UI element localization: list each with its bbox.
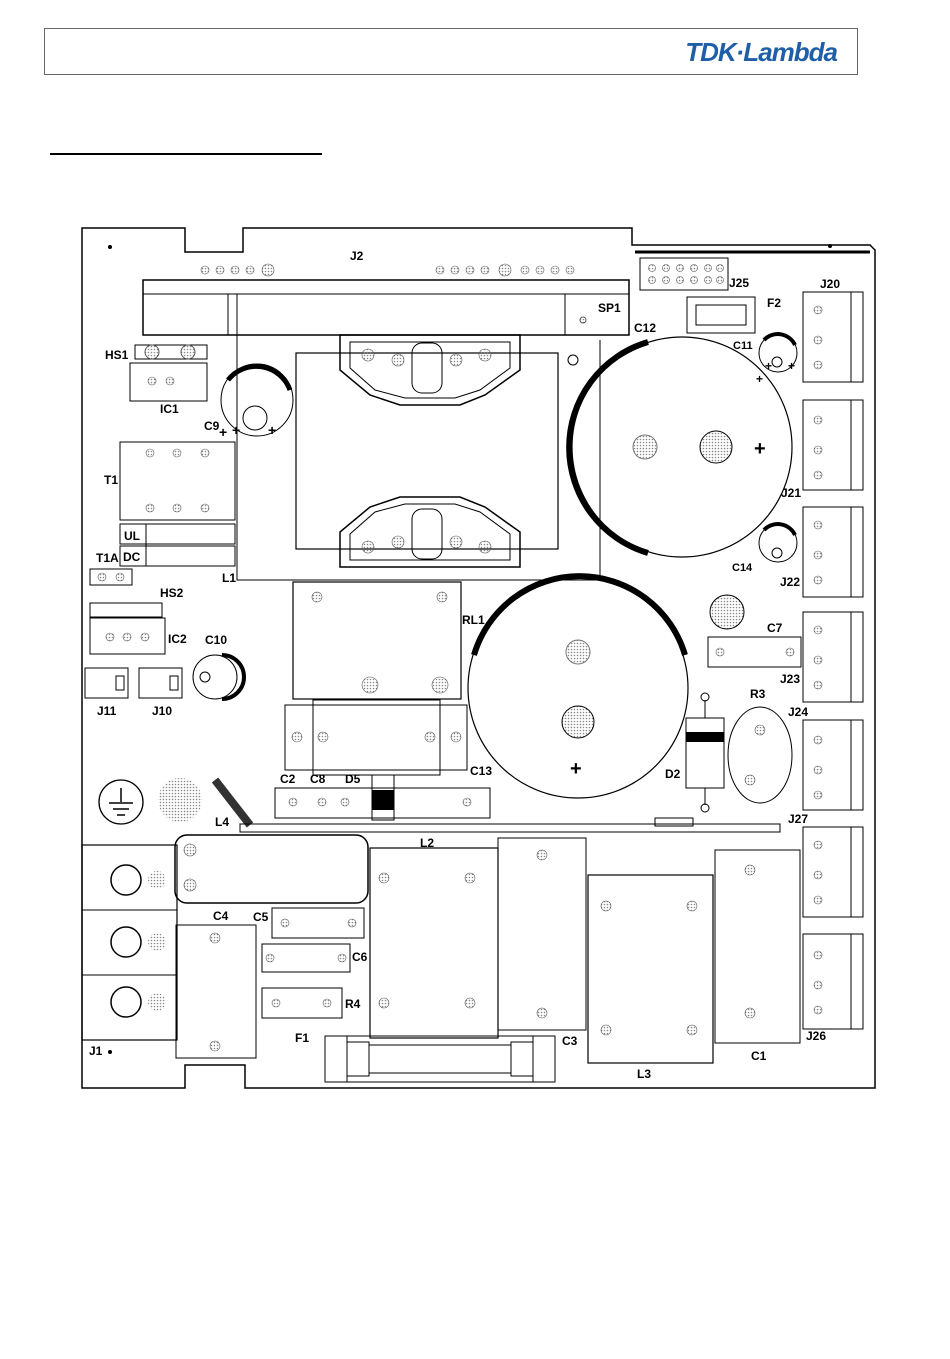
label-r4: R4 xyxy=(345,997,361,1011)
label-d5: D5 xyxy=(345,772,361,786)
label-c9: C9 xyxy=(204,419,220,433)
f1-fuse xyxy=(325,1036,555,1082)
label-sp1: SP1 xyxy=(598,301,621,315)
c3-capacitor xyxy=(498,838,586,1030)
d2-diode xyxy=(686,718,724,788)
label-t1a: T1A xyxy=(96,551,119,565)
label-rl1: RL1 xyxy=(462,613,485,627)
label-c11: C11 xyxy=(733,340,753,352)
label-j2: J2 xyxy=(350,249,364,263)
label-d2: D2 xyxy=(665,767,681,781)
label-ul: UL xyxy=(124,529,140,543)
label-c3: C3 xyxy=(562,1034,578,1048)
label-c13: C13 xyxy=(470,764,492,778)
label-l2: L2 xyxy=(420,836,434,850)
label-j25: J25 xyxy=(729,276,749,290)
plus-sign: + xyxy=(570,758,582,780)
j10-connector xyxy=(139,668,182,698)
label-dc: DC xyxy=(123,550,141,564)
label-c14: C14 xyxy=(732,562,753,574)
plus-sign: + xyxy=(788,359,795,373)
label-j24: J24 xyxy=(788,705,808,719)
label-c12: C12 xyxy=(634,321,656,335)
plus-sign: + xyxy=(765,359,772,373)
label-c1: C1 xyxy=(751,1049,767,1063)
r3-resistor xyxy=(728,707,792,803)
plus-sign: + xyxy=(219,424,227,440)
l4-inductor xyxy=(175,835,368,903)
label-c4: C4 xyxy=(213,909,229,923)
label-r3: R3 xyxy=(750,687,766,701)
label-c2: C2 xyxy=(280,772,296,786)
label-t1: T1 xyxy=(104,473,118,487)
top-heatsink-bar xyxy=(143,280,629,335)
board-outline xyxy=(82,228,875,1088)
label-j23: J23 xyxy=(780,672,800,686)
c6-capacitor xyxy=(262,944,350,972)
c4-capacitor xyxy=(176,925,256,1058)
label-hs1: HS1 xyxy=(105,348,129,362)
label-c8: C8 xyxy=(310,772,326,786)
label-l4: L4 xyxy=(215,815,229,829)
plus-sign: + xyxy=(756,372,763,386)
label-j1: J1 xyxy=(89,1044,103,1058)
j25-connector xyxy=(640,258,728,290)
label-j26: J26 xyxy=(806,1029,826,1043)
label-c7: C7 xyxy=(767,621,783,635)
j2-connector xyxy=(201,264,574,276)
label-ic1: IC1 xyxy=(160,402,179,416)
label-j22: J22 xyxy=(780,575,800,589)
plus-sign: + xyxy=(268,422,276,438)
plus-sign: + xyxy=(754,438,766,460)
label-j10: J10 xyxy=(152,704,172,718)
label-f2: F2 xyxy=(767,296,781,310)
l1-inductor xyxy=(296,353,558,549)
label-j20: J20 xyxy=(820,277,840,291)
c1-capacitor xyxy=(715,850,800,1043)
right-connector-column xyxy=(803,292,863,1029)
plus-sign: + xyxy=(232,422,240,438)
label-c5: C5 xyxy=(253,910,269,924)
label-l3: L3 xyxy=(637,1067,651,1081)
label-c6: C6 xyxy=(352,950,368,964)
label-f1: F1 xyxy=(295,1031,309,1045)
j11-connector xyxy=(85,668,128,698)
label-c10: C10 xyxy=(205,633,227,647)
l2-inductor xyxy=(370,848,498,1038)
f2-fuse xyxy=(687,297,755,333)
label-hs2: HS2 xyxy=(160,586,184,600)
label-j27: J27 xyxy=(788,812,808,826)
label-j11: J11 xyxy=(97,704,117,718)
label-ic2: IC2 xyxy=(168,632,187,646)
label-l1: L1 xyxy=(222,571,236,585)
